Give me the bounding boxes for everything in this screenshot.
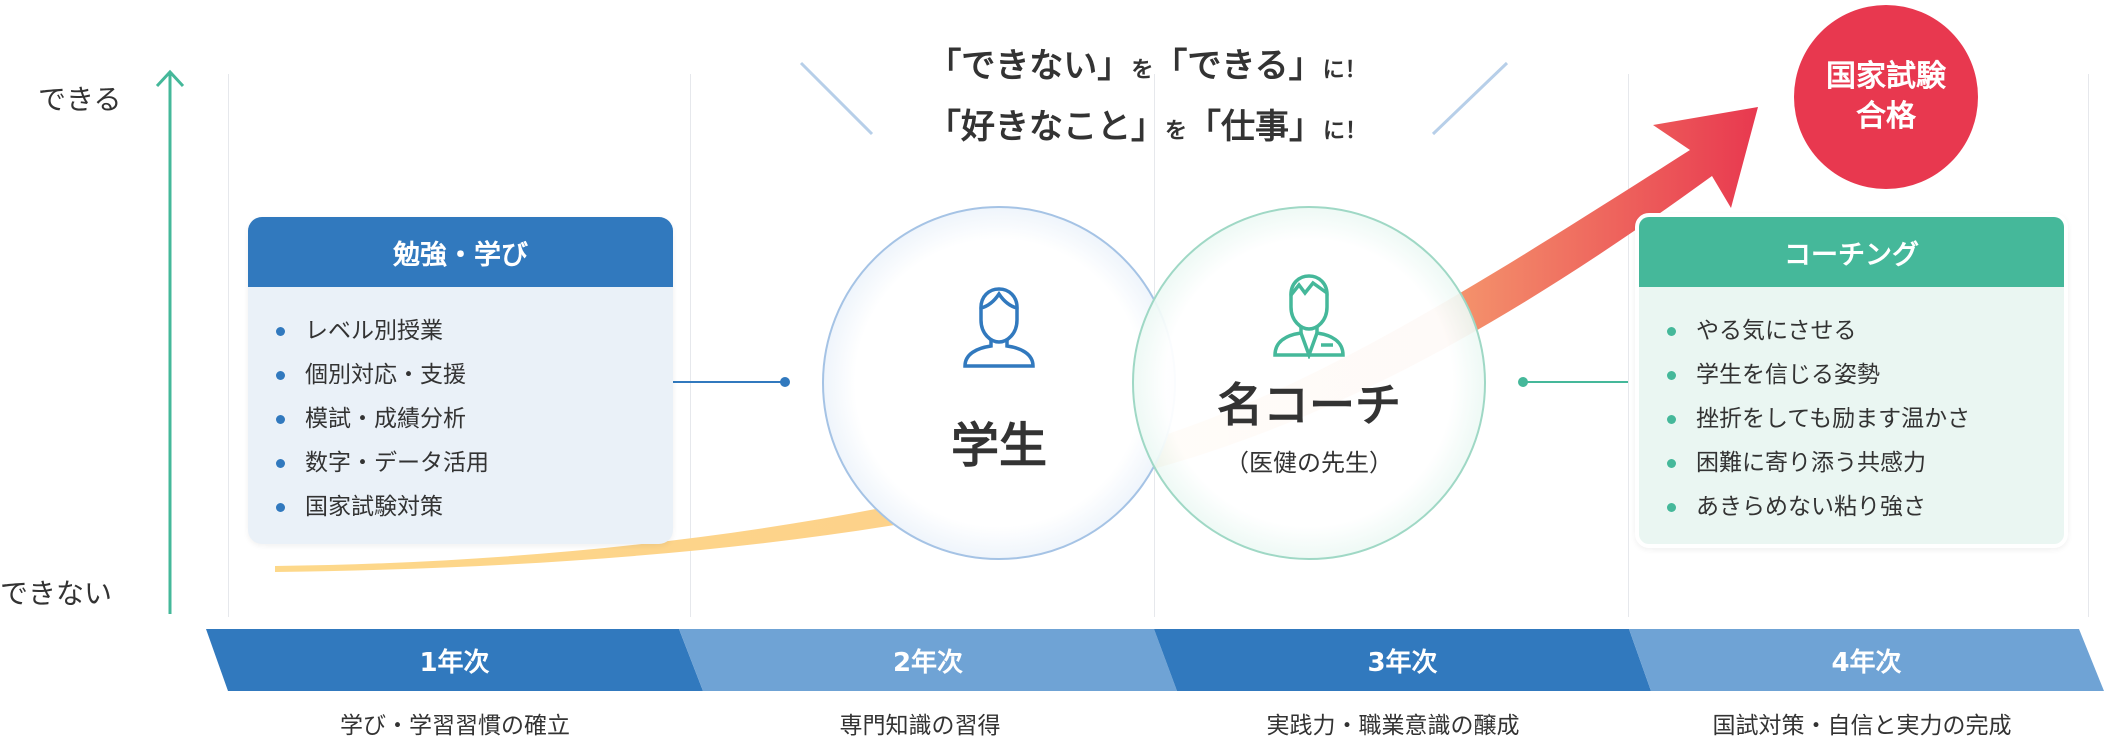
grid-line — [690, 74, 691, 617]
list-item: やる気にさせる — [1667, 309, 2064, 353]
list-item: レベル別授業 — [276, 309, 673, 353]
bullet-icon — [1667, 326, 1676, 336]
timeline-desc-1: 学び・学習習慣の確立 — [340, 713, 570, 739]
timeline-desc-2: 専門知識の習得 — [839, 713, 1001, 739]
headline-line-2: 「好きなこと」を「仕事」に！ — [926, 107, 1368, 147]
timeline-desc-3: 実践力・職業意識の醸成 — [1266, 713, 1520, 739]
axis-bottom-label: できない — [0, 577, 113, 610]
list-item: 数字・データ活用 — [276, 441, 673, 485]
student-circle: 学生 — [822, 206, 1176, 560]
timeline-desc-4: 国試対策・自信と実力の完成 — [1712, 713, 2012, 739]
list-item: 学生を信じる姿勢 — [1667, 353, 2064, 397]
bullet-icon — [276, 458, 285, 468]
timeline-year-3: 3年次 — [1154, 629, 1651, 691]
study-box: 勉強・学び レベル別授業 個別対応・支援 模試・成績分析 数字・データ活用 国家… — [248, 217, 673, 544]
study-box-title: 勉強・学び — [248, 217, 673, 287]
bullet-icon — [1667, 370, 1676, 380]
list-item: 国家試験対策 — [276, 485, 673, 529]
grid-line — [1628, 74, 1629, 617]
bullet-icon — [276, 326, 285, 336]
headline-line-1: 「できない」を「できる」に！ — [927, 46, 1367, 86]
coaching-box-title: コーチング — [1639, 217, 2064, 287]
decor-line-left — [799, 61, 874, 136]
bullet-icon — [1667, 414, 1676, 424]
timeline-year-2: 2年次 — [679, 629, 1177, 691]
bullet-icon — [1667, 458, 1676, 468]
teacher-icon — [1273, 273, 1345, 359]
list-item: 模試・成績分析 — [276, 397, 673, 441]
coach-sublabel: （医健の先生） — [1225, 448, 1393, 477]
bullet-icon — [1667, 502, 1676, 512]
coaching-box: コーチング やる気にさせる 学生を信じる姿勢 挫折をしても励ます温かさ 困難に寄… — [1635, 213, 2068, 548]
bullet-icon — [276, 370, 285, 380]
coach-label: 名コーチ — [1217, 377, 1401, 432]
timeline-year-1: 1年次 — [206, 629, 703, 691]
timeline-year-4: 4年次 — [1629, 629, 2104, 691]
vertical-axis-arrow — [155, 69, 185, 614]
coach-circle: 名コーチ （医健の先生） — [1132, 206, 1486, 560]
student-label: 学生 — [950, 418, 1047, 474]
grid-line — [2088, 74, 2089, 617]
grid-line — [228, 74, 229, 617]
list-item: 挫折をしても励ます温かさ — [1667, 397, 2064, 441]
list-item: 個別対応・支援 — [276, 353, 673, 397]
goal-badge: 国家試験 合格 — [1794, 5, 1978, 189]
bullet-icon — [276, 414, 285, 424]
decor-line-right — [1431, 61, 1509, 136]
student-icon — [963, 287, 1035, 368]
list-item: 困難に寄り添う共感力 — [1667, 441, 2064, 485]
axis-top-label: できる — [38, 83, 122, 116]
list-item: あきらめない粘り強さ — [1667, 485, 2064, 529]
bullet-icon — [276, 502, 285, 512]
